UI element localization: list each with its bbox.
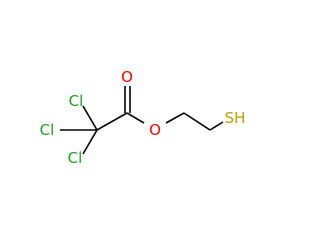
bond-c2-o-ester <box>126 112 145 124</box>
bond-o-ester-c3 <box>165 112 185 124</box>
atom-cl-left: Cl <box>40 121 55 139</box>
bond-c3-c4 <box>183 112 211 131</box>
atom-sh: SH <box>225 109 246 127</box>
atom-o-ester: O <box>149 121 161 139</box>
atom-cl-bottom: Cl <box>68 149 83 167</box>
atom-cl-top: Cl <box>69 92 84 110</box>
bond-c1-cl-top <box>82 105 98 131</box>
bond-c1-cl-bottom <box>82 129 98 155</box>
bond-c4-s <box>209 121 224 131</box>
bond-c1-c2 <box>96 112 128 131</box>
atom-o-carbonyl: O <box>121 68 133 86</box>
molecule-structure: Cl Cl Cl O O SH <box>40 68 246 167</box>
